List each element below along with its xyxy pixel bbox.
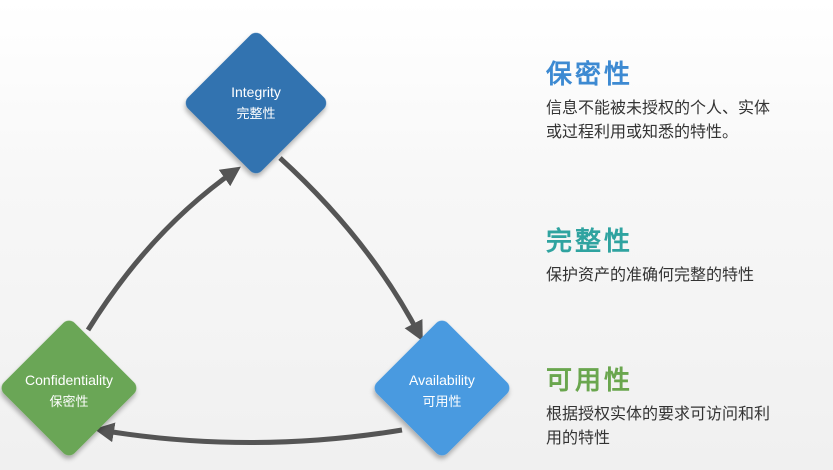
confidentiality-label-cn: 保密性 <box>49 394 88 410</box>
integrity-section: 完整性 保护资产的准确何完整的特性 <box>546 225 833 287</box>
arrow-confidentiality-to-integrity <box>85 166 241 332</box>
integrity-title: 完整性 <box>546 227 634 257</box>
integrity-label-cn: 完整性 <box>236 107 275 122</box>
availability-section: 可用性 根据授权实体的要求可访问和利 用的特性 <box>546 364 833 450</box>
integrity-label-en: Integrity <box>231 84 281 100</box>
confidentiality-diamond <box>1 320 137 456</box>
confidentiality-title: 保密性 <box>546 60 634 90</box>
availability-description: 根据授权实体的要求可访问和利 用的特性 <box>546 404 771 447</box>
confidentiality-description: 信息不能被未授权的个人、实体 或过程利用或知悉的特性。 <box>546 98 771 141</box>
availability-label-en: Availability <box>409 372 475 388</box>
arrow-availability-to-confidentiality <box>94 422 403 445</box>
availability-node: Availability 可用性 <box>374 320 510 456</box>
confidentiality-section: 保密性 信息不能被未授权的个人、实体 或过程利用或知悉的特性。 <box>546 58 833 144</box>
availability-diamond <box>374 320 510 456</box>
confidentiality-node: Confidentiality 保密性 <box>1 320 137 456</box>
availability-label-cn: 可用性 <box>422 395 461 410</box>
arrow-integrity-to-availability <box>278 156 423 342</box>
integrity-node: Integrity 完整性 <box>185 32 327 174</box>
integrity-description: 保护资产的准确何完整的特性 <box>546 265 755 284</box>
confidentiality-label-en: Confidentiality <box>25 372 113 388</box>
integrity-diamond <box>185 32 327 174</box>
availability-title: 可用性 <box>546 366 634 396</box>
